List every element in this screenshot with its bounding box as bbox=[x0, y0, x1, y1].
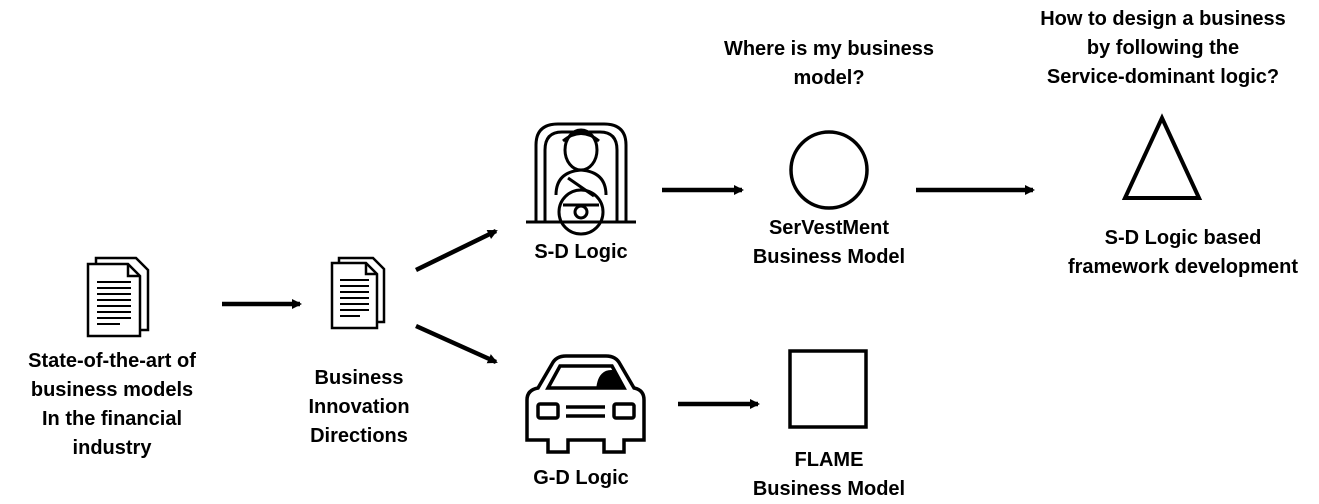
flame-label: FLAME Business Model bbox=[752, 449, 906, 500]
document-stack-icon bbox=[330, 256, 386, 330]
arrow-directions-to-gd bbox=[415, 323, 498, 365]
document-stack-icon bbox=[86, 256, 150, 338]
triangle-shape bbox=[1121, 113, 1203, 200]
arrow-directions-to-sd bbox=[415, 228, 498, 273]
where-question-label: Where is my business model? bbox=[723, 38, 935, 89]
business-innovation-label: Business Innovation Directions bbox=[308, 367, 410, 447]
car-icon bbox=[525, 354, 646, 454]
circle-shape bbox=[789, 130, 869, 210]
sd-framework-label: S-D Logic based framework development bbox=[1067, 227, 1299, 278]
gd-logic-label: G-D Logic bbox=[533, 467, 629, 489]
sd-logic-label: S-D Logic bbox=[534, 241, 628, 263]
how-question-label: How to design a business by following th… bbox=[1040, 8, 1286, 88]
state-of-art-label: State-of-the-art of business models In t… bbox=[28, 350, 196, 459]
square-shape bbox=[788, 349, 868, 429]
servestment-label: SerVestMent Business Model bbox=[752, 217, 906, 268]
driver-icon bbox=[526, 122, 636, 236]
